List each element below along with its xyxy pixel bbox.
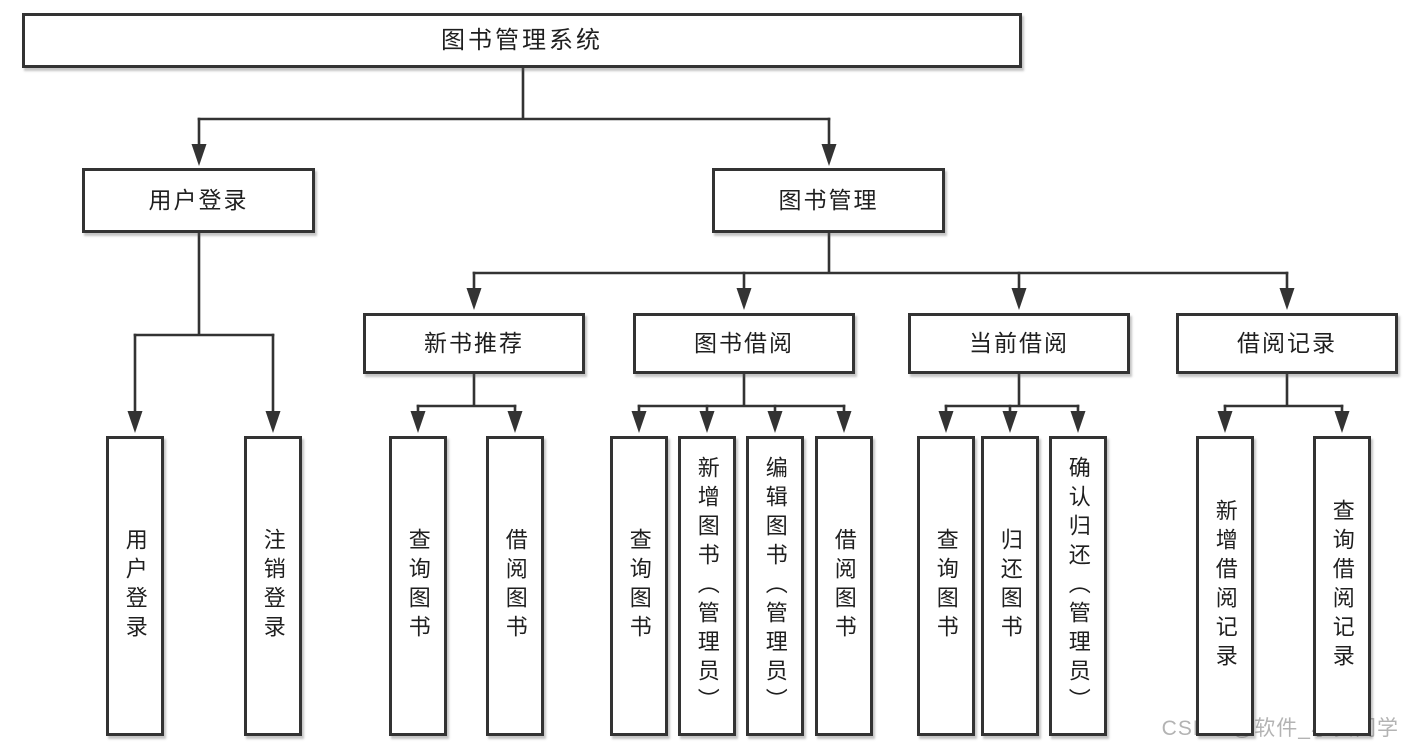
leaf-br-query-record: 查询借阅记录 <box>1313 436 1371 736</box>
node-borrowing-records: 借阅记录 <box>1176 313 1398 374</box>
node-root: 图书管理系统 <box>22 13 1022 68</box>
node-current-borrowing: 当前借阅 <box>908 313 1130 374</box>
leaf-bb-query-books: 查询图书 <box>610 436 668 736</box>
leaf-user-login: 用户登录 <box>106 436 164 736</box>
leaf-cb-query-books: 查询图书 <box>917 436 975 736</box>
node-new-book-recommendation: 新书推荐 <box>363 313 585 374</box>
leaf-nb-borrow-books: 借阅图书 <box>486 436 544 736</box>
leaf-cb-return-books: 归还图书 <box>981 436 1039 736</box>
leaf-bb-edit-books-admin: 编辑图书（管理员） <box>746 436 804 736</box>
node-book-management: 图书管理 <box>712 168 945 233</box>
leaf-nb-query-books: 查询图书 <box>389 436 447 736</box>
node-user-login: 用户登录 <box>82 168 315 233</box>
leaf-bb-borrow-books: 借阅图书 <box>815 436 873 736</box>
leaf-br-add-record: 新增借阅记录 <box>1196 436 1254 736</box>
branch-lines <box>133 66 1344 408</box>
leaf-logout: 注销登录 <box>244 436 302 736</box>
leaf-bb-add-books-admin: 新增图书（管理员） <box>678 436 736 736</box>
node-book-borrowing: 图书借阅 <box>633 313 855 374</box>
leaf-cb-confirm-return-admin: 确认归还（管理员） <box>1049 436 1107 736</box>
